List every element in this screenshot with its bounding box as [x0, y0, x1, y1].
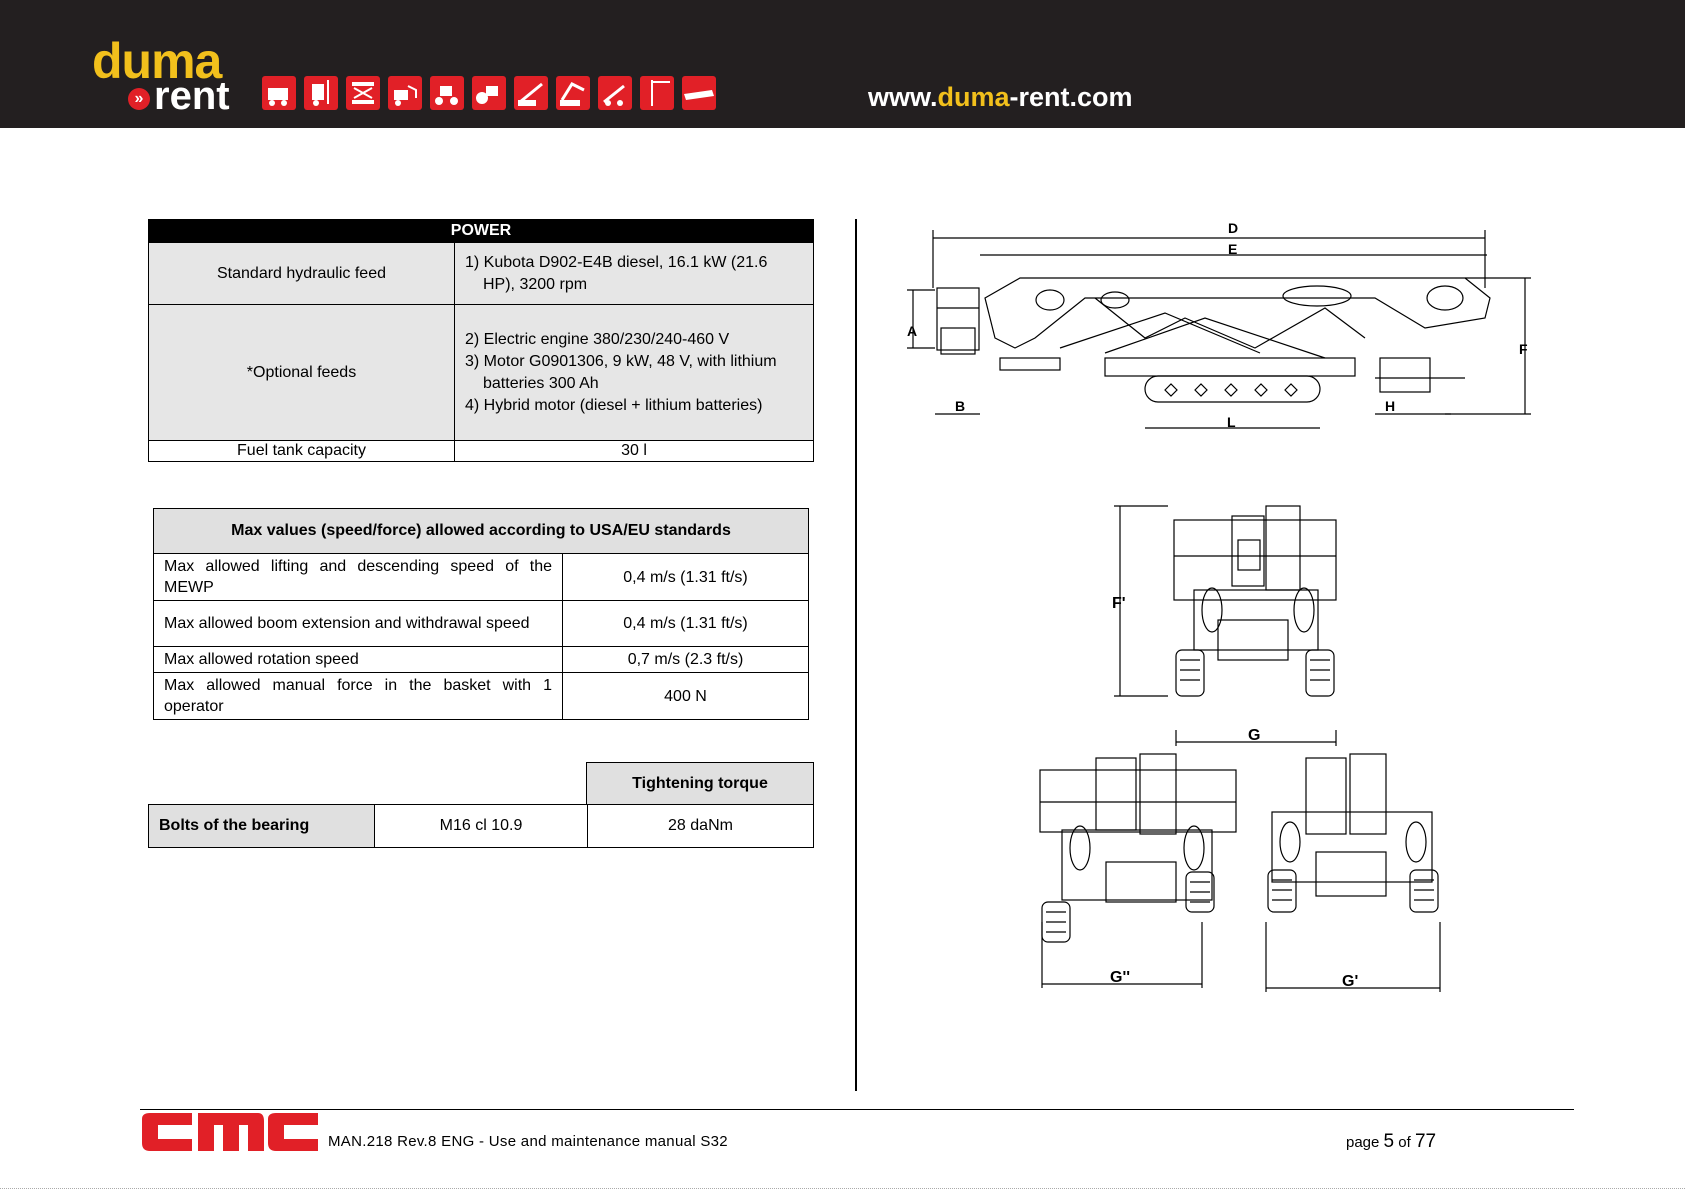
power-row-value: 1) Kubota D902-E4B diesel, 16.1 kW (21.6… [454, 242, 814, 305]
front-view-drawing: F' G [1112, 505, 1337, 746]
power-row-label: Fuel tank capacity [148, 440, 455, 462]
dim-label-g-double-prime: G'' [1110, 969, 1130, 986]
url-accent: duma [937, 82, 1010, 112]
dim-label-h: H [1385, 398, 1395, 414]
max-values-label: Max allowed rotation speed [153, 646, 563, 673]
max-values-value: 400 N [562, 672, 809, 720]
telehandler-icon [598, 76, 632, 110]
column-divider [855, 219, 857, 1091]
page-of-word: of [1398, 1134, 1411, 1151]
dim-label-g: G [1248, 727, 1260, 744]
dim-label-g-prime: G' [1342, 973, 1358, 990]
rear-view-extended-drawing: G'' [1039, 753, 1237, 988]
crane-icon [640, 76, 674, 110]
torque-value: 28 daNm [587, 804, 814, 848]
page-total: 77 [1414, 1131, 1437, 1152]
power-item: 4) Hybrid motor (diesel + lithium batter… [465, 396, 763, 414]
power-row-label: *Optional feeds [148, 304, 455, 441]
page-current: 5 [1383, 1131, 1395, 1152]
torque-spec: M16 cl 10.9 [374, 804, 588, 848]
rear-view-retracted-drawing: G' [1265, 753, 1441, 992]
footer-divider [140, 1109, 1574, 1110]
logo-duma-text: duma [92, 33, 222, 89]
logo-chevron-icon: » [128, 88, 150, 110]
roller-icon [472, 76, 506, 110]
trailer-platform-icon [682, 76, 716, 110]
dim-label-l: L [1227, 414, 1236, 430]
max-values-title: Max values (speed/force) allowed accordi… [153, 508, 809, 554]
max-values-table: Max values (speed/force) allowed accordi… [153, 508, 809, 720]
dim-label-f: F [1519, 341, 1528, 357]
max-values-label: Max allowed lifting and descending speed… [153, 553, 563, 601]
forklift-icon [304, 76, 338, 110]
cmc-logo [142, 1113, 318, 1151]
dim-label-f-prime: F' [1112, 595, 1126, 612]
dim-label-b: B [955, 398, 965, 414]
max-values-label: Max allowed manual force in the basket w… [153, 672, 563, 720]
mini-dumper-icon [388, 76, 422, 110]
max-values-value: 0,4 m/s (1.31 ft/s) [562, 553, 809, 601]
excavator-icon [556, 76, 590, 110]
max-values-value: 0,7 m/s (2.3 ft/s) [562, 646, 809, 673]
max-values-label: Max allowed boom extension and withdrawa… [153, 600, 563, 647]
page-number: page 5 of 77 [1346, 1131, 1436, 1153]
dim-label-a: A [907, 323, 917, 339]
torque-header: Tightening torque [586, 762, 814, 805]
scissor-lift-icon [346, 76, 380, 110]
max-values-value: 0,4 m/s (1.31 ft/s) [562, 600, 809, 647]
power-item: 1) Kubota D902-E4B diesel, 16.1 kW (21.6… [465, 253, 768, 293]
url-suffix: -rent.com [1009, 82, 1133, 112]
dim-label-d: D [1228, 220, 1238, 236]
side-view-drawing: D E A F B L H [907, 220, 1531, 430]
logo-rent-text: rent [154, 74, 230, 118]
dim-label-e: E [1228, 241, 1237, 257]
power-item: 2) Electric engine 380/230/240-460 V [465, 330, 730, 348]
skid-steer-icon [262, 76, 296, 110]
power-row-label: Standard hydraulic feed [148, 242, 455, 305]
manual-reference: MAN.218 Rev.8 ENG - Use and maintenance … [328, 1133, 728, 1150]
power-row-value: 30 l [454, 440, 814, 462]
boom-lift-icon [514, 76, 548, 110]
loader-icon [430, 76, 464, 110]
torque-table: Bolts of the bearing M16 cl 10.9 28 daNm [148, 804, 814, 848]
bottom-dotted-edge [0, 1188, 1685, 1189]
page-header: duma » rent www.duma-rent.com [0, 0, 1685, 128]
power-title: POWER [148, 219, 814, 243]
torque-label: Bolts of the bearing [148, 804, 375, 848]
power-table: POWER Standard hydraulic feed 1) Kubota … [148, 219, 814, 462]
power-item: 3) Motor G0901306, 9 kW, 48 V, with lith… [465, 352, 777, 392]
site-url[interactable]: www.duma-rent.com [868, 82, 1133, 113]
url-prefix: www. [868, 82, 938, 112]
page-word: page [1346, 1134, 1380, 1151]
power-row-value: 2) Electric engine 380/230/240-460 V 3) … [454, 304, 814, 441]
